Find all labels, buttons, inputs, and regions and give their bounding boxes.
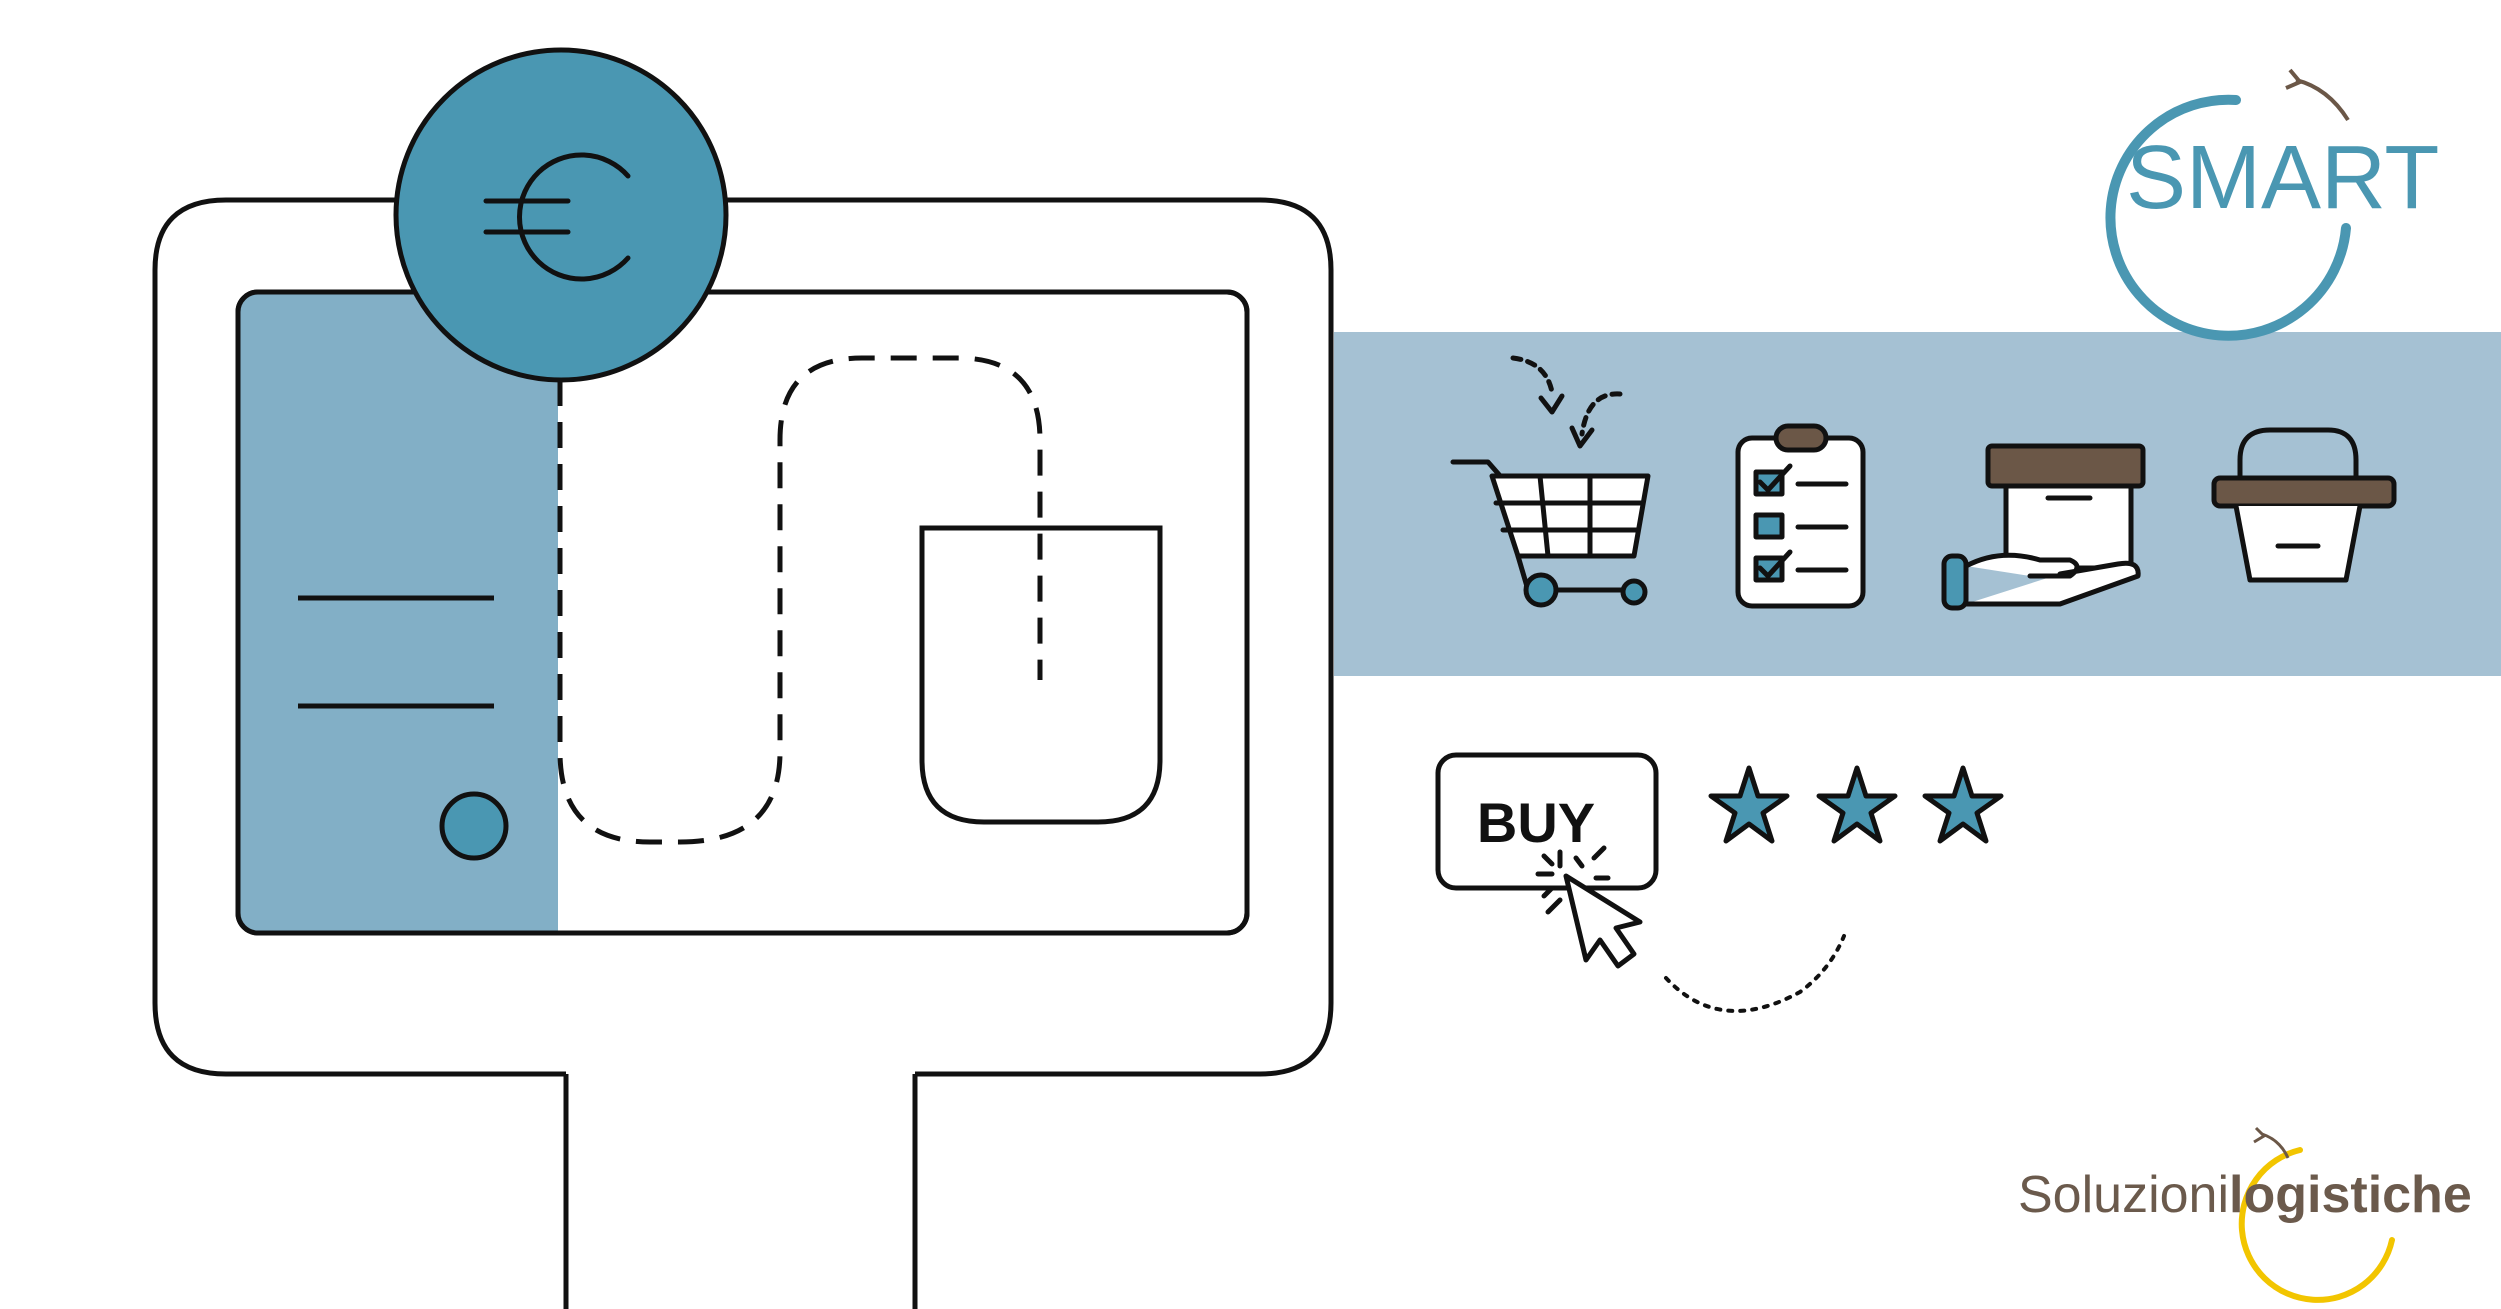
shopping-cart-icon — [1450, 355, 1651, 608]
soluzioni-logistiche-logo: Soluzionilogistiche — [2018, 1126, 2472, 1303]
sidebar-dot — [439, 791, 509, 861]
screen-sidebar — [240, 294, 558, 931]
euro-icon — [483, 152, 631, 282]
smart-logo-text: SMART — [2126, 128, 2439, 228]
soluzioni-logo-part2: logistiche — [2229, 1166, 2472, 1224]
soluzioni-logo-text: Soluzionilogistiche — [2018, 1166, 2472, 1224]
smart-logo: SMART — [2105, 68, 2439, 341]
cursor-icon — [1535, 845, 1846, 1013]
rating-stars — [1708, 765, 2004, 844]
box-on-hand-icon — [1941, 443, 2146, 611]
dashed-route — [557, 355, 1043, 845]
buy-button-label: BUY — [1477, 791, 1595, 854]
soluzioni-logo-part1: Soluzioni — [2018, 1166, 2229, 1224]
star-icon — [1816, 765, 1898, 844]
star-icon — [1922, 765, 2004, 844]
kiosk-monitor — [152, 197, 1334, 1309]
star-icon — [1708, 765, 1790, 844]
product-shape — [919, 525, 1163, 825]
kiosk-screen — [235, 289, 1250, 936]
buy-button[interactable]: BUY — [1435, 752, 1659, 891]
checklist-icon — [1735, 423, 1866, 609]
shopping-basket-icon — [2211, 427, 2397, 583]
euro-badge — [393, 47, 729, 383]
kiosk-stand — [152, 197, 1334, 1309]
